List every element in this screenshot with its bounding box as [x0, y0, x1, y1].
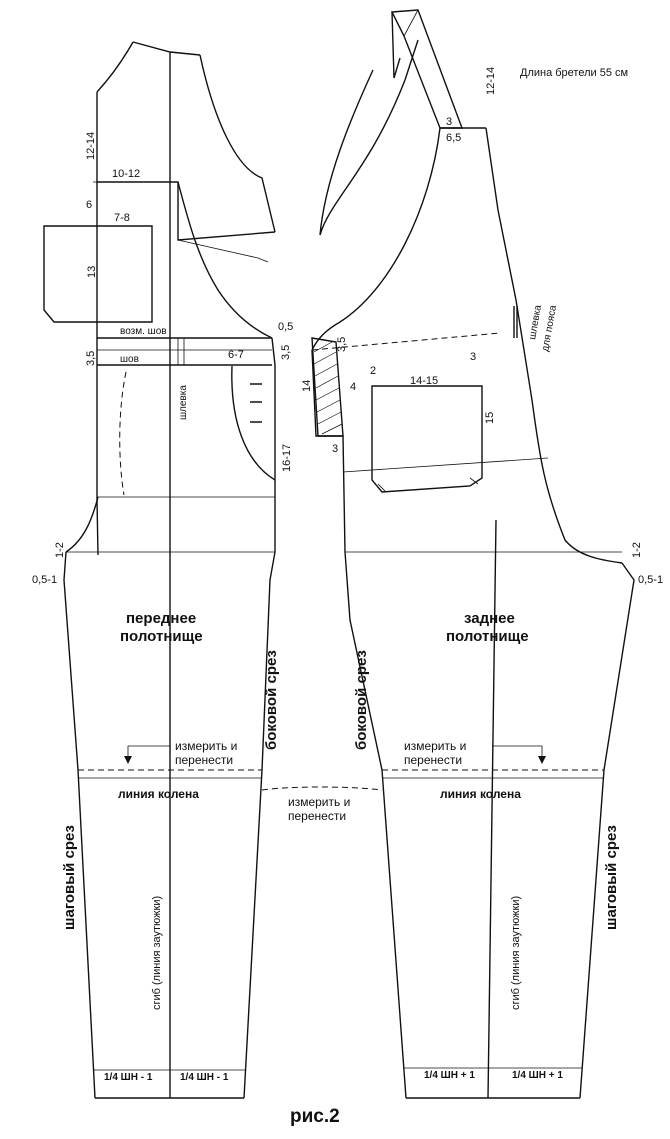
front-dim-16-17: 16-17: [281, 444, 293, 472]
front-shoulder-line: [132, 41, 201, 56]
front-pocket-marks: [250, 383, 262, 423]
back-dim-6-5: 6,5: [446, 132, 461, 144]
front-side-seam-upper: [271, 337, 276, 498]
back-inseam-edge: [579, 562, 635, 1099]
back-dim-2: 2: [370, 365, 376, 377]
front-armhole-curve: [96, 41, 134, 93]
back-knee-line-label: линия колена: [440, 787, 521, 801]
back-inseam-label: шаговый срез: [603, 825, 620, 930]
back-right-edge: [485, 127, 623, 564]
front-seam: шов: [120, 354, 139, 365]
middle-measure-line1: измерить и: [288, 795, 350, 809]
front-dim-0-5: 0,5: [278, 321, 293, 333]
back-dim-3-5: 3,5: [336, 337, 348, 352]
front-panel: [43, 41, 276, 1099]
back-dim-pocket-height: 15: [484, 412, 496, 424]
front-bib-side-line: [177, 239, 269, 263]
front-inseam-edge: [63, 551, 96, 1099]
back-fold-line-label: сгиб (линия заутюжки): [510, 896, 522, 1010]
back-measure-arrowhead: [538, 756, 546, 764]
front-seam-allowance: возм. шов: [120, 326, 167, 337]
back-strap-inner: [403, 9, 419, 37]
front-dim-6: 6: [86, 199, 92, 211]
back-panel: [311, 9, 635, 1099]
back-measure-line1: измерить и: [404, 739, 466, 753]
front-dim-3-5-left: 3,5: [85, 351, 97, 366]
front-dim-bib-height: 12-14: [85, 132, 97, 160]
back-side-upper: [311, 349, 346, 553]
middle-measure-line2: перенести: [288, 809, 346, 823]
front-dim-1-2: 1-2: [54, 542, 66, 558]
front-belt-loop-strip: [177, 338, 185, 365]
front-hem-right: 1/4 ШН - 1: [180, 1072, 229, 1083]
front-belt-loop: шлевка: [178, 385, 189, 420]
back-armhole-curve: [319, 39, 419, 236]
front-fold-line-label: сгиб (линия заутюжки): [151, 896, 163, 1010]
front-side-seam-lower: [243, 498, 276, 1099]
back-dim-14: 14: [301, 380, 313, 392]
front-dim-pocket-width: 7-8: [114, 212, 130, 224]
front-hem-left: 1/4 ШН - 1: [104, 1072, 153, 1083]
front-measure-line1: измерить и: [175, 739, 237, 753]
front-bib-tick: [93, 178, 101, 186]
strap-length-note: Длина бретели 55 см: [520, 67, 628, 79]
back-dim-0-5-1: 0,5-1: [638, 574, 663, 586]
back-pocket-marks: [377, 477, 479, 493]
back-dim-3: 3: [446, 116, 452, 128]
back-side-seam-label: боковой срез: [353, 650, 370, 750]
front-bib-left-edge: [96, 92, 99, 556]
back-dim-3-right: 3: [470, 351, 476, 363]
back-center-line: [487, 519, 497, 1099]
front-dim-3-5-right: 3,5: [280, 345, 292, 360]
front-patch-pocket: [43, 225, 153, 323]
back-belt-loop-mark: [513, 306, 518, 338]
front-title-line2: полотнище: [120, 628, 203, 645]
front-measure-arrow: [127, 745, 170, 760]
back-hip-line: [342, 457, 549, 473]
front-crotch-curve: [65, 496, 99, 553]
back-hatch-lines: [313, 341, 343, 435]
front-bib-top-edge: [97, 181, 273, 339]
front-pocket-bag-dashed: [119, 371, 127, 496]
front-inseam-label: шаговый срез: [61, 825, 78, 930]
back-dim-1-2: 1-2: [631, 542, 643, 558]
middle-measure-connector: [261, 786, 383, 791]
back-belt-loop-line1: шлевка: [527, 304, 544, 341]
front-pocket-opening: [231, 365, 276, 481]
back-measure-line2: перенести: [404, 753, 462, 767]
back-hatch-wedge: [311, 337, 344, 437]
figure-caption: рис.2: [290, 1106, 340, 1127]
back-side-seam-lower: [344, 551, 407, 1099]
back-hem-left: 1/4 ШН + 1: [424, 1070, 475, 1081]
back-waist-dashed: [311, 332, 501, 351]
back-strap: [390, 9, 464, 129]
front-dim-0-5-1: 0,5-1: [32, 574, 57, 586]
back-bib-curve: [311, 127, 441, 351]
back-title-line2: полотнище: [446, 628, 529, 645]
front-measure-arrowhead: [124, 756, 132, 764]
front-title-line1: переднее: [126, 610, 196, 627]
back-dim-4: 4: [350, 381, 356, 393]
back-dim-strap: 12-14: [485, 67, 497, 95]
front-knee-line-label: линия колена: [118, 787, 199, 801]
front-measure-line2: перенести: [175, 753, 233, 767]
back-dim-pocket-width: 14-15: [410, 375, 438, 387]
back-patch-pocket: [371, 385, 483, 493]
back-measure-arrow: [492, 745, 543, 760]
front-dim-6-7: 6-7: [228, 349, 244, 361]
front-dim-pocket-height: 13: [86, 266, 98, 278]
back-title-line1: заднее: [464, 610, 515, 627]
front-neckline-curve: [199, 54, 276, 233]
front-dim-top-width: 10-12: [112, 168, 140, 180]
back-dim-3-low: 3: [332, 443, 338, 455]
back-bib-small-cut: [391, 11, 401, 79]
front-side-seam-label: боковой срез: [263, 650, 280, 750]
back-hem-right: 1/4 ШН + 1: [512, 1070, 563, 1081]
